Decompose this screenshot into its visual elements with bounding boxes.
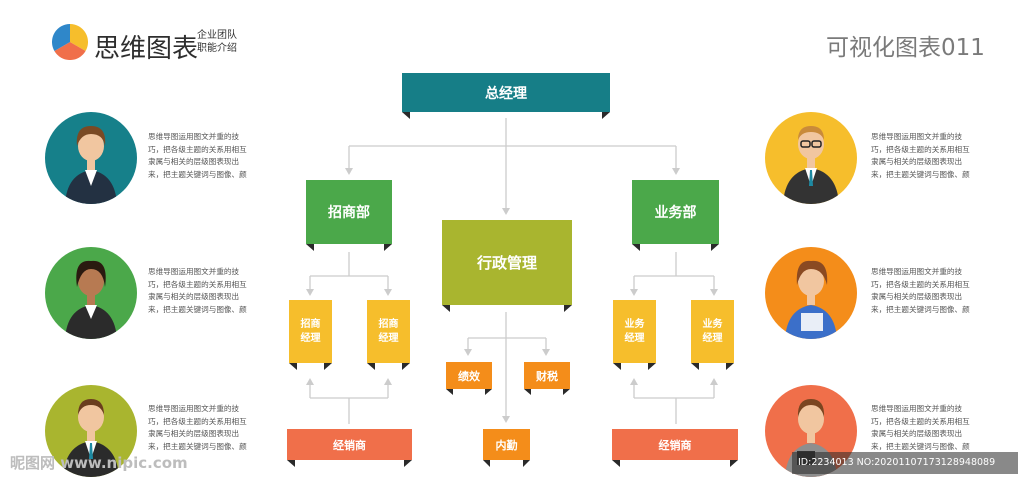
left-description-3: 思维导图运用图文并重的技巧，把各级主题的关系用相互隶属与相关的层级图表现出来，把…	[148, 403, 263, 453]
description-line: 巧，把各级主题的关系用相互	[148, 144, 247, 154]
glasses-man-avatar-icon	[765, 112, 857, 204]
sales-manager-node-1: 业务经理	[613, 300, 656, 363]
description-line: 思维导图运用图文并重的技	[148, 132, 240, 141]
description-line: 隶属与相关的层级图表现出	[148, 292, 240, 301]
description-line: 来，把主题关键词与图像、颜	[871, 441, 970, 451]
node-label-line-2: 经理	[624, 332, 645, 344]
right-description-3: 思维导图运用图文并重的技巧，把各级主题的关系用相互隶属与相关的层级图表现出来，把…	[871, 403, 986, 453]
description-line: 隶属与相关的层级图表现出	[871, 292, 963, 301]
businesswoman-avatar-icon	[45, 112, 137, 204]
node-label-line-1: 业务	[624, 318, 645, 330]
tax-node: 财税	[524, 362, 570, 389]
attendance-node: 内勤	[483, 429, 530, 460]
performance-node: 绩效	[446, 362, 492, 389]
zhaoshang-manager-node-2: 招商经理	[367, 300, 410, 363]
dealer-right-node: 经销商	[612, 429, 738, 460]
brand-subtitle-line-1: 企业团队	[197, 30, 237, 41]
description-line: 来，把主题关键词与图像、颜	[148, 169, 247, 179]
left-description-2: 思维导图运用图文并重的技巧，把各级主题的关系用相互隶属与相关的层级图表现出来，把…	[148, 266, 263, 316]
zhaoshang-manager-node-1: 招商经理	[289, 300, 332, 363]
description-line: 来，把主题关键词与图像、颜	[871, 169, 970, 179]
node-label-line-1: 招商	[300, 318, 321, 330]
description-line: 隶属与相关的层级图表现出	[871, 429, 963, 438]
right-description-1: 思维导图运用图文并重的技巧，把各级主题的关系用相互隶属与相关的层级图表现出来，把…	[871, 131, 986, 181]
brand-subtitle-line-2: 职能介绍	[197, 43, 237, 54]
description-line: 来，把主题关键词与图像、颜	[148, 441, 247, 451]
node-label-line-1: 招商	[378, 318, 399, 330]
description-line: 思维导图运用图文并重的技	[871, 404, 963, 413]
description-line: 思维导图运用图文并重的技	[871, 267, 963, 276]
sales-manager-node-2: 业务经理	[691, 300, 734, 363]
woman-with-folder-avatar-icon	[765, 247, 857, 339]
ceo-node: 总经理	[402, 73, 610, 112]
right-description-2: 思维导图运用图文并重的技巧，把各级主题的关系用相互隶属与相关的层级图表现出来，把…	[871, 266, 986, 316]
admin-node: 行政管理	[442, 220, 572, 305]
description-line: 隶属与相关的层级图表现出	[871, 157, 963, 166]
page-id: 可视化图表011	[826, 35, 985, 61]
dealer-left-node: 经销商	[287, 429, 412, 460]
description-line: 巧，把各级主题的关系用相互	[871, 416, 970, 426]
description-line: 隶属与相关的层级图表现出	[148, 157, 240, 166]
brand-title: 思维图表	[94, 34, 199, 64]
brand-subtitle: 企业团队 职能介绍	[197, 29, 237, 55]
receptionist-avatar-icon	[45, 247, 137, 339]
zhaoshang-dept-node: 招商部	[306, 180, 392, 244]
description-line: 思维导图运用图文并重的技	[871, 132, 963, 141]
node-label-line-2: 经理	[378, 332, 399, 344]
node-label-line-2: 经理	[300, 332, 321, 344]
description-line: 来，把主题关键词与图像、颜	[148, 304, 247, 314]
node-label-line-1: 业务	[702, 318, 723, 330]
description-line: 巧，把各级主题的关系用相互	[148, 279, 247, 289]
node-label-line-2: 经理	[702, 332, 723, 344]
description-line: 思维导图运用图文并重的技	[148, 404, 240, 413]
sales-dept-node: 业务部	[632, 180, 719, 244]
description-line: 巧，把各级主题的关系用相互	[871, 279, 970, 289]
logo-icon	[52, 24, 88, 60]
description-line: 巧，把各级主题的关系用相互	[871, 144, 970, 154]
image-id-bar: ID:2234013 NO:20201107173128948089	[792, 452, 1018, 474]
description-line: 思维导图运用图文并重的技	[148, 267, 240, 276]
description-line: 来，把主题关键词与图像、颜	[871, 304, 970, 314]
watermark: 昵图网 www.nipic.com	[10, 454, 188, 472]
description-line: 隶属与相关的层级图表现出	[148, 429, 240, 438]
businessman-avatar-icon	[45, 385, 137, 477]
left-description-1: 思维导图运用图文并重的技巧，把各级主题的关系用相互隶属与相关的层级图表现出来，把…	[148, 131, 263, 181]
description-line: 巧，把各级主题的关系用相互	[148, 416, 247, 426]
